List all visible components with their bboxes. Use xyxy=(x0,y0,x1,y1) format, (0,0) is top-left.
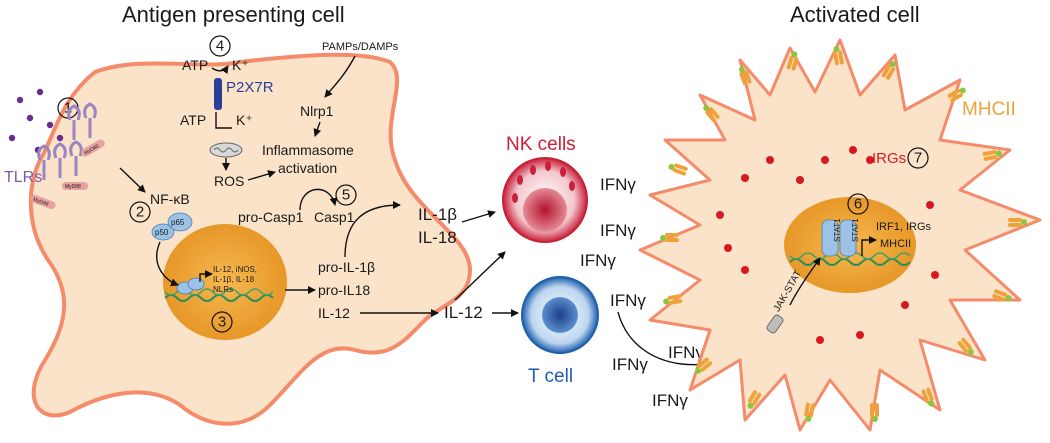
pro-casp1-label: pro-Casp1 xyxy=(238,209,304,225)
activation-label: activation xyxy=(278,160,337,176)
pro-il18-label: pro-IL18 xyxy=(318,282,370,298)
nk-cells-label: NK cells xyxy=(506,134,576,155)
svg-text:MyD88: MyD88 xyxy=(65,184,81,190)
apc-nucleus xyxy=(163,224,287,340)
irgs-label: IRGs xyxy=(872,150,906,167)
mhcii-molecules xyxy=(660,46,1027,422)
atp-inside-label: ATP xyxy=(180,112,206,128)
target-genes-line1: IL-12, iNOS, xyxy=(213,265,257,274)
stat1-dimer-b xyxy=(839,219,857,257)
target-genes-line3: NLRs xyxy=(213,285,233,294)
il18-secreted-label: IL-18 xyxy=(418,228,457,247)
irf1-irgs-label: IRF1, IRGs xyxy=(876,221,932,233)
ifng-t-3: IFNγ xyxy=(612,355,648,374)
il12-secreted-label: IL-12 xyxy=(444,303,483,322)
ifng-t-1: IFNγ xyxy=(610,291,646,310)
step-2-label: 2 xyxy=(136,204,144,221)
stat1-dimer-a xyxy=(821,219,839,257)
p2x7r-label: P2X7R xyxy=(226,79,274,96)
svg-text:p65: p65 xyxy=(171,218,185,227)
tlr-receptors xyxy=(37,102,97,180)
svg-text:MyD88: MyD88 xyxy=(32,197,49,208)
step-5-label: 5 xyxy=(342,187,350,204)
step-7-label: 7 xyxy=(914,150,922,167)
k-inside-label: K⁺ xyxy=(236,112,253,128)
ifng-receptor xyxy=(766,314,784,334)
svg-text:STAT1: STAT1 xyxy=(833,218,842,242)
step-6-label: 6 xyxy=(854,196,862,213)
svg-text:STAT1: STAT1 xyxy=(851,218,860,242)
ifng-t-4: IFNγ xyxy=(652,391,688,410)
il1b-secreted-label: IL-1β xyxy=(418,205,457,224)
ifng-nk-1: IFNγ xyxy=(600,175,636,194)
target-genes-line2: IL-1β, IL-18 xyxy=(213,275,255,284)
apc-title: Antigen presenting cell xyxy=(122,2,345,27)
irg-dots xyxy=(716,146,939,344)
p2x7r-channel xyxy=(214,78,222,110)
inflammasome-label: Inflammasome xyxy=(262,142,354,158)
ifng-nk-3: IFNγ xyxy=(580,251,616,270)
casp1-label: Casp1 xyxy=(314,209,355,225)
p50-subunit xyxy=(151,223,175,241)
nk-granules xyxy=(512,161,575,203)
mhcii-label: MHCII xyxy=(962,99,1016,120)
t-cell-nucleus xyxy=(542,297,578,333)
svg-text:p50: p50 xyxy=(155,228,169,237)
step-1-label: 1 xyxy=(64,100,72,117)
nlrp1-label: Nlrp1 xyxy=(300,103,334,119)
mhcii-gene-label: MHCII xyxy=(880,238,911,250)
ifng-nk-2: IFNγ xyxy=(600,221,636,240)
pro-il1b-label: pro-IL-1β xyxy=(318,259,375,275)
t-cell-label: T cell xyxy=(528,366,573,387)
nk-nucleus xyxy=(523,188,567,232)
atp-outside-label: ATP xyxy=(182,57,208,73)
myd88-adaptors: MyD88 MyD88 MyD88 xyxy=(30,139,105,210)
activated-dna xyxy=(789,258,911,266)
tlrs-label: TLRs xyxy=(4,169,42,186)
il12-intracellular-label: IL-12 xyxy=(318,305,350,321)
p65-subunit xyxy=(167,212,193,232)
ifng-t-2: IFNγ xyxy=(668,343,704,362)
pamps-damps-label: PAMPs/DAMPs xyxy=(322,41,399,53)
activated-title: Activated cell xyxy=(790,2,920,27)
nfkb-label: NF-κB xyxy=(150,191,190,207)
k-outside-label: K⁺ xyxy=(232,57,249,73)
step-4-label: 4 xyxy=(216,38,224,55)
ros-label: ROS xyxy=(214,173,244,189)
step-3-label: 3 xyxy=(218,314,226,331)
